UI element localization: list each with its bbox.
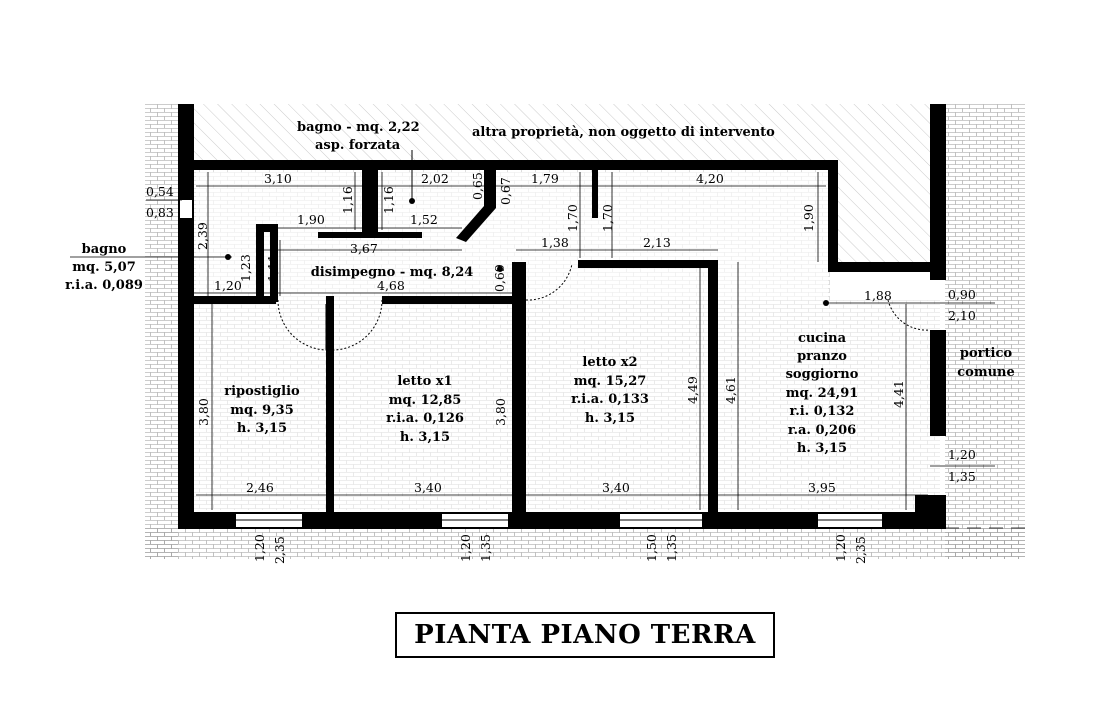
wall-right-upper bbox=[828, 262, 946, 272]
wall-right-lower bbox=[930, 330, 946, 430]
dimension-lines bbox=[70, 172, 1025, 529]
svg-text:3,40: 3,40 bbox=[602, 480, 630, 495]
svg-text:r.i.a. 0,133: r.i.a. 0,133 bbox=[571, 392, 649, 407]
svg-text:1,35: 1,35 bbox=[478, 534, 493, 562]
vertical-dimension-labels: 1,16 1,16 0,65 0,67 1,70 1,70 1,90 2,39 … bbox=[195, 172, 906, 564]
svg-text:mq. 24,91: mq. 24,91 bbox=[786, 386, 859, 401]
room-disimpegno: disimpegno - mq. 8,24 bbox=[311, 265, 474, 280]
svg-text:1,70: 1,70 bbox=[565, 204, 580, 232]
svg-text:1,23: 1,23 bbox=[238, 254, 253, 282]
svg-text:soggiorno: soggiorno bbox=[786, 367, 859, 382]
svg-text:2,10: 2,10 bbox=[948, 308, 976, 323]
svg-text:2,46: 2,46 bbox=[246, 480, 274, 495]
svg-text:1,20: 1,20 bbox=[252, 534, 267, 562]
svg-text:1,20: 1,20 bbox=[214, 278, 242, 293]
svg-text:3,80: 3,80 bbox=[196, 398, 211, 426]
svg-text:1,20: 1,20 bbox=[833, 534, 848, 562]
svg-text:2,39: 2,39 bbox=[195, 222, 210, 250]
svg-text:0,69: 0,69 bbox=[492, 264, 507, 292]
svg-text:0,90: 0,90 bbox=[948, 287, 976, 302]
svg-text:3,40: 3,40 bbox=[414, 480, 442, 495]
room-letto-x2: letto x2 mq. 15,27 r.i.a. 0,133 h. 3,15 bbox=[571, 355, 649, 426]
svg-text:3,10: 3,10 bbox=[264, 171, 292, 186]
svg-text:cucina: cucina bbox=[798, 331, 847, 346]
svg-text:0,83: 0,83 bbox=[146, 205, 174, 220]
svg-text:2,13: 2,13 bbox=[643, 235, 671, 250]
svg-text:1,38: 1,38 bbox=[541, 235, 569, 250]
other-property-note: altra proprietà, non oggetto di interven… bbox=[472, 125, 775, 140]
svg-text:1,16: 1,16 bbox=[381, 186, 396, 214]
svg-text:3,80: 3,80 bbox=[493, 398, 508, 426]
brick-texture-rooms bbox=[190, 300, 940, 510]
svg-text:h. 3,15: h. 3,15 bbox=[797, 441, 847, 456]
svg-text:pranzo: pranzo bbox=[797, 349, 847, 364]
brick-texture-left bbox=[145, 104, 178, 559]
svg-text:4,61: 4,61 bbox=[723, 376, 738, 404]
dimension-labels: 3,10 2,02 1,79 4,20 1,90 1,52 3,67 1,38 … bbox=[146, 171, 976, 495]
svg-text:r.i.a. 0,089: r.i.a. 0,089 bbox=[65, 278, 143, 293]
svg-text:letto x1: letto x1 bbox=[397, 374, 452, 389]
svg-text:3,95: 3,95 bbox=[808, 480, 836, 495]
svg-text:0,65: 0,65 bbox=[470, 172, 485, 200]
svg-text:1,35: 1,35 bbox=[948, 469, 976, 484]
svg-text:bagno: bagno bbox=[82, 242, 127, 257]
wall-top bbox=[178, 160, 838, 170]
room-bagno: bagno mq. 5,07 r.i.a. 0,089 bbox=[65, 242, 143, 293]
asp-note: asp. forzata bbox=[315, 138, 401, 153]
svg-text:r.a. 0,206: r.a. 0,206 bbox=[788, 423, 856, 438]
svg-text:h. 3,15: h. 3,15 bbox=[237, 421, 287, 436]
svg-text:2,35: 2,35 bbox=[272, 536, 287, 564]
svg-text:1,20: 1,20 bbox=[458, 534, 473, 562]
wall-top-right-step bbox=[828, 160, 838, 272]
svg-text:1,16: 1,16 bbox=[340, 186, 355, 214]
svg-text:1,88: 1,88 bbox=[864, 288, 892, 303]
room-letto-x1: letto x1 mq. 12,85 r.i.a. 0,126 h. 3,15 bbox=[386, 374, 464, 445]
svg-text:mq. 12,85: mq. 12,85 bbox=[389, 393, 462, 408]
svg-text:r.i. 0,132: r.i. 0,132 bbox=[790, 404, 855, 419]
svg-text:r.i.a. 0,126: r.i.a. 0,126 bbox=[386, 411, 464, 426]
svg-text:3,67: 3,67 bbox=[350, 241, 378, 256]
wall-right bbox=[930, 104, 946, 280]
svg-text:ripostiglio: ripostiglio bbox=[224, 384, 300, 399]
svg-text:2,35: 2,35 bbox=[853, 536, 868, 564]
plan-title: PIANTA PIANO TERRA bbox=[395, 612, 775, 658]
svg-text:1,90: 1,90 bbox=[297, 212, 325, 227]
svg-text:1,70: 1,70 bbox=[600, 204, 615, 232]
svg-text:letto x2: letto x2 bbox=[582, 355, 637, 370]
svg-text:1,20: 1,20 bbox=[948, 447, 976, 462]
svg-text:0,67: 0,67 bbox=[498, 177, 513, 205]
svg-text:h. 3,15: h. 3,15 bbox=[400, 430, 450, 445]
svg-text:4,68: 4,68 bbox=[377, 278, 405, 293]
svg-text:4,41: 4,41 bbox=[891, 380, 906, 408]
wall-bottom bbox=[178, 512, 946, 529]
svg-text:mq. 15,27: mq. 15,27 bbox=[574, 374, 647, 389]
brick-texture-right bbox=[945, 104, 1025, 559]
brick-texture-bottom bbox=[145, 528, 1025, 559]
svg-text:portico: portico bbox=[960, 346, 1012, 361]
bagno-small-note: bagno - mq. 2,22 bbox=[297, 120, 420, 135]
svg-text:comune: comune bbox=[957, 365, 1015, 380]
svg-text:1,35: 1,35 bbox=[664, 534, 679, 562]
room-portico: portico comune bbox=[957, 346, 1015, 380]
room-ripostiglio: ripostiglio mq. 9,35 h. 3,15 bbox=[224, 384, 300, 436]
svg-text:1,50: 1,50 bbox=[644, 534, 659, 562]
svg-text:1,90: 1,90 bbox=[801, 204, 816, 232]
svg-text:h. 3,15: h. 3,15 bbox=[585, 411, 635, 426]
svg-text:mq. 9,35: mq. 9,35 bbox=[230, 403, 294, 418]
svg-text:4,49: 4,49 bbox=[685, 376, 700, 404]
room-cucina: cucina pranzo soggiorno mq. 24,91 r.i. 0… bbox=[786, 331, 859, 456]
svg-text:1,79: 1,79 bbox=[531, 171, 559, 186]
svg-text:1,11: 1,11 bbox=[265, 254, 280, 282]
svg-text:mq. 5,07: mq. 5,07 bbox=[72, 260, 136, 275]
svg-text:4,20: 4,20 bbox=[696, 171, 724, 186]
svg-text:2,02: 2,02 bbox=[421, 171, 449, 186]
other-property-hatch bbox=[193, 104, 930, 270]
svg-text:0,54: 0,54 bbox=[146, 184, 174, 199]
svg-text:1,52: 1,52 bbox=[410, 212, 438, 227]
